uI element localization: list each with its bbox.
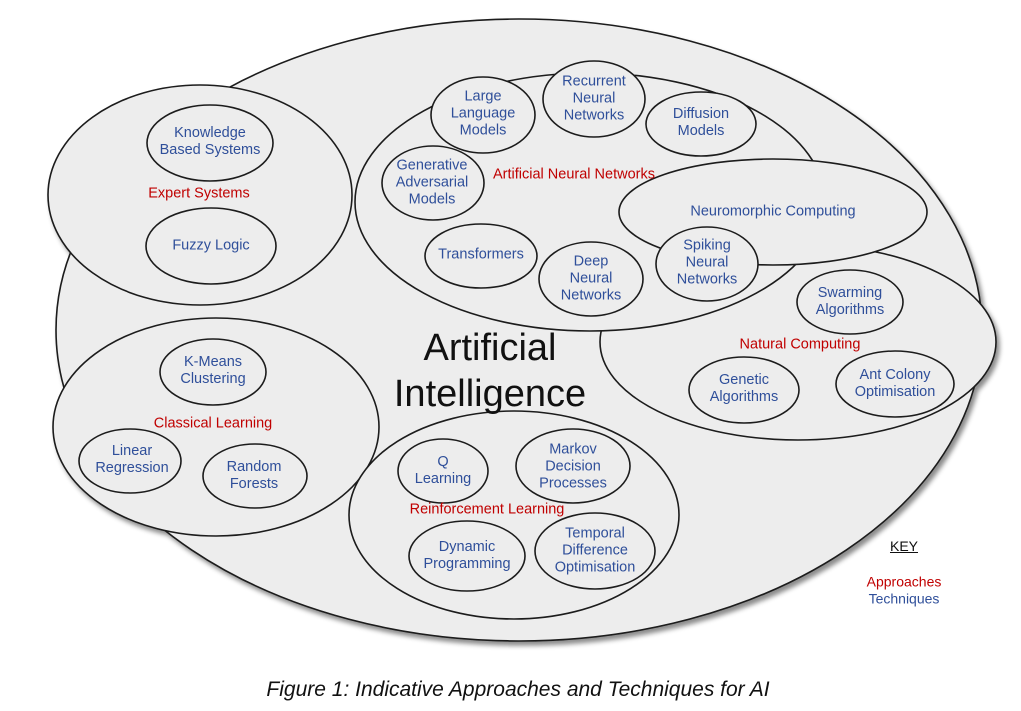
- technique-label-diffusion-models: Diffusion Models: [672, 106, 730, 139]
- technique-label-q-learning: Q Learning: [414, 454, 472, 487]
- technique-label-recurrent-neural-networks: Recurrent Neural Networks: [562, 73, 626, 124]
- approach-label-classical-learning: Classical Learning: [153, 415, 273, 432]
- technique-label-k-means-clustering: K-Means Clustering: [180, 354, 246, 387]
- technique-label-transformers: Transformers: [438, 246, 524, 263]
- ellipse-k-means-clustering: [159, 338, 267, 406]
- ellipse-transformers: [424, 223, 538, 289]
- ellipse-q-learning: [397, 438, 489, 504]
- ellipse-spiking-neural-networks: [655, 226, 759, 302]
- technique-label-large-language-models: Large Language Models: [450, 88, 516, 139]
- ellipse-ant-colony-optimisation: [835, 350, 955, 418]
- technique-label-linear-regression: Linear Regression: [95, 443, 169, 476]
- technique-label-deep-neural-networks: Deep Neural Networks: [560, 253, 622, 304]
- key-techniques: Techniques: [868, 590, 940, 607]
- technique-label-swarming-algorithms: Swarming Algorithms: [815, 285, 885, 318]
- diagram-title: Artificial Intelligence: [393, 327, 587, 415]
- ellipse-diffusion-models: [645, 91, 757, 157]
- key-title: KEY: [889, 538, 919, 554]
- ellipse-genetic-algorithms: [688, 356, 800, 424]
- ellipse-recurrent-neural-networks: [542, 60, 646, 138]
- ellipse-linear-regression: [78, 428, 182, 494]
- ellipse-knowledge-based-systems: [146, 104, 274, 182]
- figure-caption: Figure 1: Indicative Approaches and Tech…: [266, 678, 770, 701]
- ellipse-fuzzy-logic: [145, 207, 277, 285]
- ellipse-temporal-difference-optimisation: [534, 512, 656, 590]
- technique-label-dynamic-programming: Dynamic Programming: [423, 539, 511, 572]
- approach-label-natural-computing: Natural Computing: [739, 336, 861, 353]
- ellipse-swarming-algorithms: [796, 269, 904, 335]
- ellipse-generative-adversarial-models: [381, 145, 485, 221]
- approach-label-artificial-neural-networks: Artificial Neural Networks: [493, 166, 655, 183]
- ellipse-random-forests: [202, 443, 308, 509]
- technique-label-genetic-algorithms: Genetic Algorithms: [709, 372, 779, 405]
- approach-label-reinforcement-learning: Reinforcement Learning: [409, 501, 565, 518]
- approach-label-expert-systems: Expert Systems: [148, 185, 250, 202]
- technique-label-markov-decision-processes: Markov Decision Processes: [539, 441, 607, 492]
- ellipse-deep-neural-networks: [538, 241, 644, 317]
- ellipse-dynamic-programming: [408, 520, 526, 592]
- technique-label-fuzzy-logic: Fuzzy Logic: [172, 237, 250, 254]
- technique-label-temporal-difference-optimisation: Temporal Difference Optimisation: [554, 525, 636, 576]
- ellipse-markov-decision-processes: [515, 428, 631, 504]
- technique-label-spiking-neural-networks: Spiking Neural Networks: [676, 237, 738, 288]
- technique-label-generative-adversarial-models: Generative Adversarial Models: [395, 157, 469, 208]
- technique-label-ant-colony-optimisation: Ant Colony Optimisation: [854, 367, 936, 400]
- key-approaches: Approaches: [866, 573, 942, 590]
- ellipse-large-language-models: [430, 76, 536, 154]
- technique-label-knowledge-based-systems: Knowledge Based Systems: [159, 125, 261, 158]
- technique-label-random-forests: Random Forests: [226, 459, 282, 492]
- technique-label-neuromorphic-computing: Neuromorphic Computing: [690, 203, 856, 220]
